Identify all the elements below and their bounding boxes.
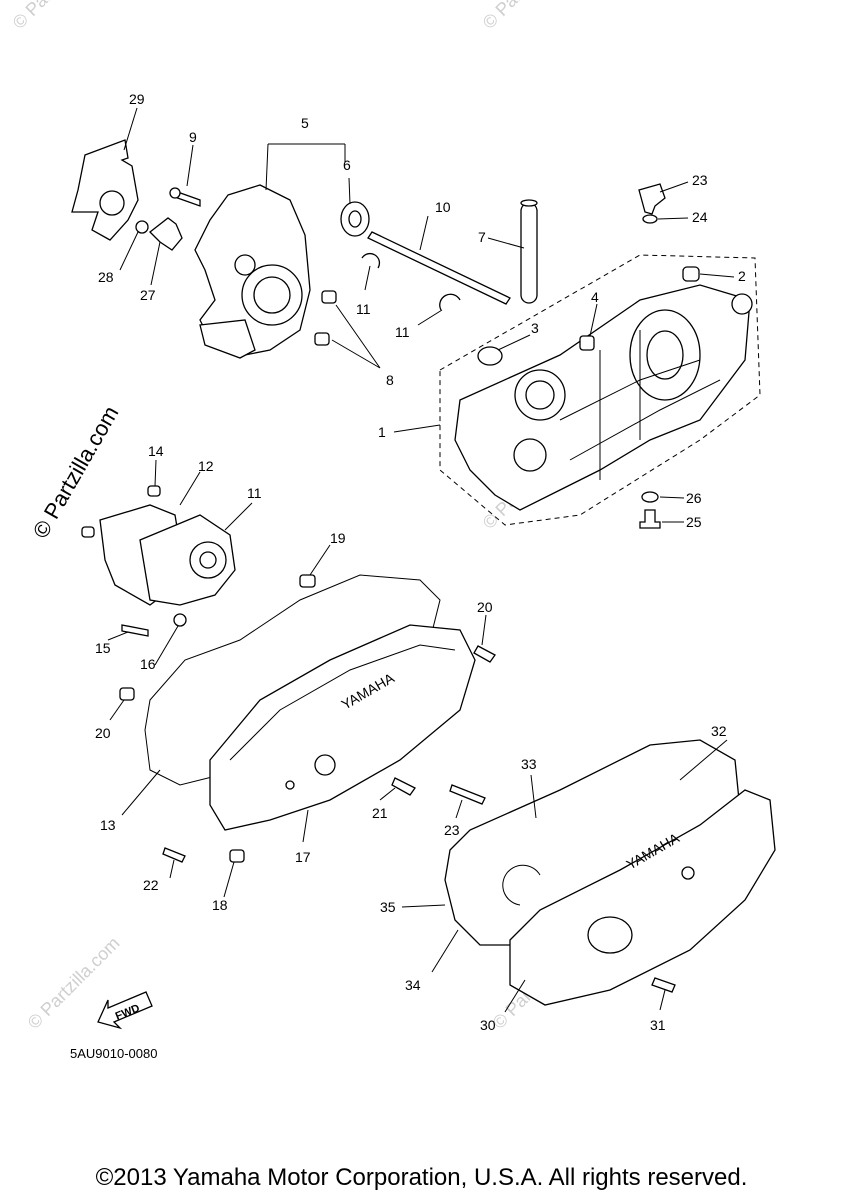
callout-31: 29 [129,91,145,107]
callout-27: 25 [686,514,702,530]
watermark-text: © Partzilla.com [479,0,579,33]
callout-24: 23 [444,822,460,838]
callout-29: 27 [140,287,156,303]
callout-19: 18 [212,897,228,913]
callout-30: 28 [98,269,114,285]
callout-37: 35 [380,899,396,915]
callout-4: 4 [591,289,599,305]
callout-34: 32 [711,723,727,739]
crankcase-right [439,183,761,529]
callout-32: 30 [480,1017,496,1033]
callout-25: 23 [692,172,708,188]
callout-33: 31 [650,1017,666,1033]
callout-20b: 20 [95,725,111,741]
callout-36: 34 [405,977,421,993]
case-cover-outer: YAMAHA [444,739,776,1006]
diagram-code: 5AU9010-0080 [70,1046,158,1061]
callout-15: 14 [148,443,164,459]
callout-21: 20 [477,599,493,615]
callout-11b: 11 [395,324,410,340]
crankcase-left [71,139,538,359]
callout-5: 5 [301,115,309,131]
callout-35: 33 [521,756,537,772]
callout-10: 10 [435,199,451,215]
callout-7: 7 [478,229,486,245]
callout-28: 26 [686,490,702,506]
fwd-arrow-icon: FWD [97,991,153,1030]
callout-2: 2 [738,268,746,284]
callout-3: 3 [531,320,539,336]
callout-14: 13 [100,817,116,833]
case-cover-inner: YAMAHA [119,574,496,863]
callout-20a: 19 [330,530,346,546]
copyright-notice: ©2013 Yamaha Motor Corporation, U.S.A. A… [95,1164,748,1191]
callout-9: 9 [189,129,197,145]
callout-18: 17 [295,849,311,865]
pump-assembly [81,485,236,637]
callout-16: 15 [95,640,111,656]
callout-26: 24 [692,209,708,225]
watermark-text: © Partzilla.com [9,0,109,33]
callout-6: 6 [343,157,351,173]
callout-11a: 11 [356,301,371,317]
callout-1: 1 [378,424,386,440]
callout-23: 22 [143,877,159,893]
callout-17: 16 [140,656,156,672]
callout-numbers: 29 9 5 6 28 27 10 7 11 11 8 23 24 2 4 3 … [95,91,746,1033]
callout-12: 11 [247,485,262,501]
callout-8: 8 [386,372,394,388]
callout-22: 21 [372,805,388,821]
leader-lines [107,107,735,1013]
callout-13: 12 [198,458,214,474]
